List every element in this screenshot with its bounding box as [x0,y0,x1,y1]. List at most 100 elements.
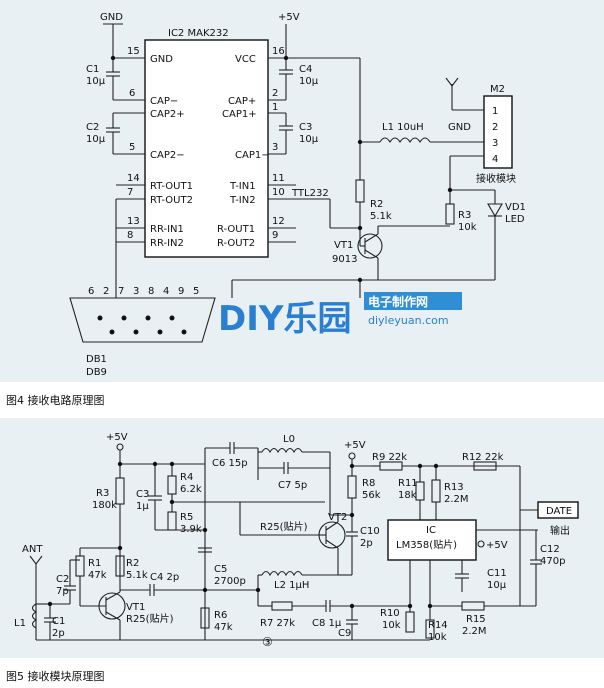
m2-pin2: 2 [492,122,498,133]
c4-label: C4 2p [150,572,179,583]
l0-label: L0 [283,434,295,445]
r1-value: 47k [88,570,107,581]
pin-9: 9 [272,230,278,241]
r4-value: 6.2k [180,484,202,495]
gnd-label: GND [100,12,123,23]
c8-label: C8 1μ [312,618,342,629]
r2-label: R2 [370,199,383,210]
c3-label: C3 [299,122,312,133]
c3-value: 10μ [299,134,319,145]
svg-text:电子制作网: 电子制作网 [368,294,428,309]
pin-15: 15 [127,46,140,57]
antenna-icon [445,77,459,87]
svg-text:2: 2 [103,286,109,297]
pin-6: 6 [129,88,135,99]
db9-connector [69,297,216,343]
pin-label-rtout2: RT-OUT2 [150,195,193,206]
pin-10: 10 [272,187,285,198]
date-output-label: DATE [546,506,572,517]
r2-value: 5.1k [126,570,148,581]
svg-text:diyleyuan.com: diyleyuan.com [368,314,449,327]
svg-text:DIY乐园: DIY乐园 [218,299,352,339]
r25-label: R25(贴片) [260,520,308,533]
fig5-circuit: +5V R3 180k C3 1μ R4 6.2k R5 3.9k C6 15p [14,55,579,649]
pin-label-rout1: R-OUT1 [217,224,255,235]
output-cn-label: 输出 [550,524,570,537]
fig4-circuit: IC2 MAK232 GND 15 GND +5V 16 VCC C1 10μ … [69,12,526,378]
pin-16: 16 [272,46,285,57]
svg-text:9: 9 [178,286,184,297]
ic-model: LM358(贴片) [396,538,457,551]
c4-value: 10μ [299,76,319,87]
c2-label: C2 [56,574,69,585]
c9-label: C9 [338,628,351,639]
pin-label-vcc: VCC [235,54,256,65]
c1-value: 2p [52,628,65,639]
pin-14: 14 [127,173,140,184]
r7-label: R7 27k [260,618,295,629]
pin-label-rout2: R-OUT2 [217,238,255,249]
vplus-label-3: +5V [486,540,508,551]
m2-gnd: GND [448,122,471,133]
pin-11: 11 [272,173,285,184]
c12-value: 470p [540,556,565,567]
r8-value: 56k [362,490,381,501]
r25b-label: R25(贴片) [126,612,174,625]
c6-label: C6 15p [212,458,248,469]
c11-value: 10μ [487,580,507,591]
pin-label-capp: CAP+ [228,96,256,107]
vplus-label-1: +5V [106,432,128,443]
r15-value: 2.2M [462,626,487,637]
r8-label: R8 [362,478,375,489]
ttl232-label: TTL232 [291,188,329,199]
c10-label: C10 [360,526,380,537]
r11-label: R11 [398,478,418,489]
r2-value: 5.1k [370,211,392,222]
r6-value: 47k [214,622,233,633]
l1-label: L1 [14,618,26,629]
r10-value: 10k [382,620,401,631]
m2-label: M2 [490,84,505,95]
r9-label: R9 22k [372,452,407,463]
vd1-value: LED [505,214,525,225]
vt1-label: VT1 [334,240,353,251]
c7-label: C7 5p [278,480,307,491]
c10-value: 2p [360,538,373,549]
r1-label: R1 [88,558,101,569]
db1-label: DB1 [86,354,107,365]
c2-value: 10μ [86,134,106,145]
svg-text:5: 5 [193,286,199,297]
r14-value: 10k [428,632,447,643]
c1-label: C1 [86,64,99,75]
c2-value: 7p [56,586,69,597]
r11-value: 18k [398,490,417,501]
pin-8: 8 [127,230,133,241]
l1-label: L1 10uH [382,122,424,133]
r13-label: R13 [444,482,464,493]
ic2-body [144,39,269,258]
pin-7: 7 [127,187,133,198]
vt1-value: 9013 [332,254,357,265]
m2-pin3: 3 [492,138,498,149]
pin-label-rrin1: RR-IN1 [150,224,184,235]
diyleyuan-logo: DIY乐园 电子制作网 diyleyuan.com [218,292,462,339]
c1-label: C1 [52,616,65,627]
figure5-caption: 图5 接收模块原理图 [6,670,105,683]
db9-pins: 6 2 7 3 8 4 9 5 [88,286,199,335]
c5-label: C5 [214,564,227,575]
ant-label: ANT [22,544,43,555]
c5-value: 2700p [214,576,246,587]
pin-12: 12 [272,216,285,227]
pin-label-cap1p: CAP1+ [222,109,257,120]
pin-label-tin1: T-IN1 [229,181,256,192]
vd1-label: VD1 [505,202,526,213]
r5-value: 3.9k [180,524,202,535]
pin-5: 5 [129,142,135,153]
c11-label: C11 [487,568,507,579]
c12-label: C12 [540,544,560,555]
r3-label: R3 [458,210,471,221]
pin-label-cap2p: CAP2+ [150,109,185,120]
c1-value: 10μ [86,76,106,87]
svg-text:3: 3 [133,286,139,297]
svg-text:6: 6 [88,286,94,297]
